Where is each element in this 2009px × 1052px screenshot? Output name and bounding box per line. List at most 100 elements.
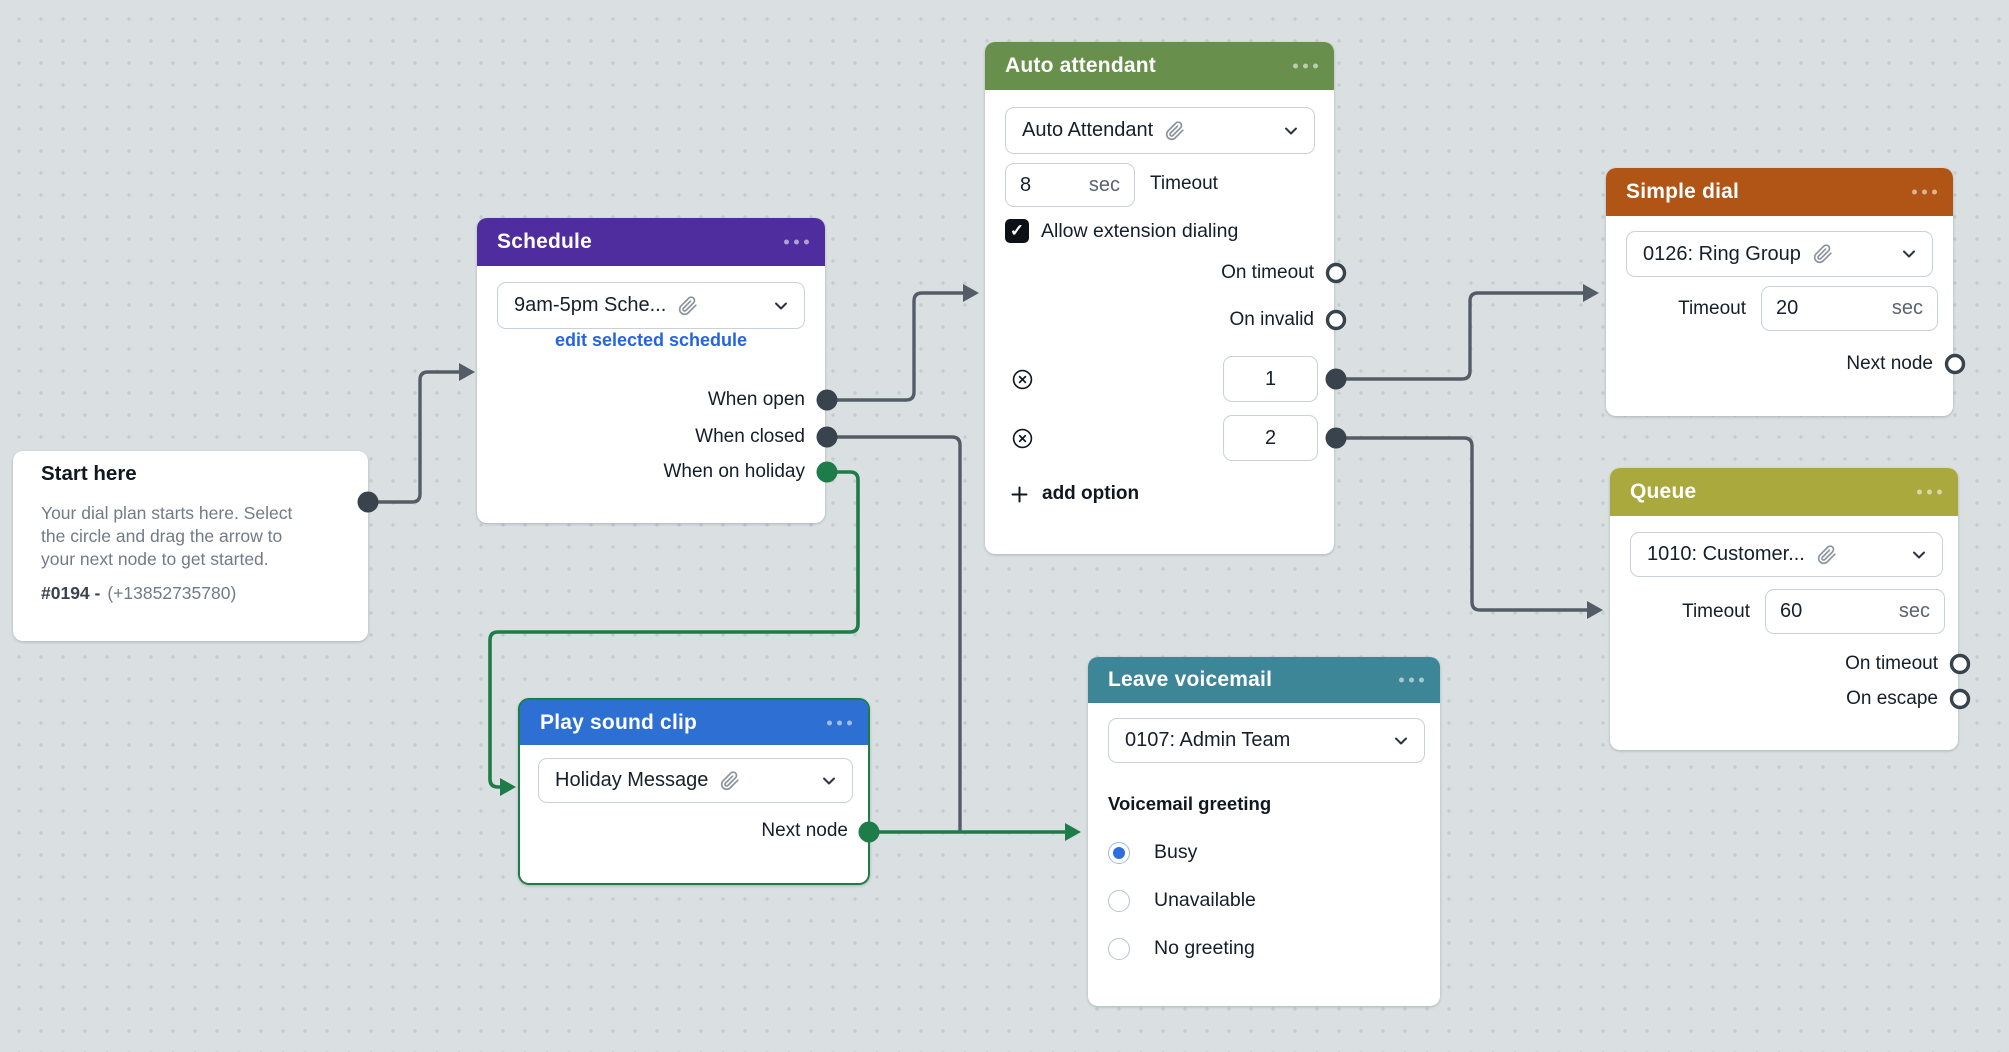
radio-option-busy[interactable]: Busy [1108, 841, 1197, 864]
output-when-on-holiday: When on holiday [663, 461, 805, 482]
queue-header[interactable]: Queue [1610, 468, 1958, 516]
play-sound-clip-menu-icon[interactable] [827, 720, 852, 725]
schedule-dropdown-value: 9am-5pm Sche... [514, 294, 667, 316]
leave-voicemail-dropdown-value: 0107: Admin Team [1125, 729, 1291, 751]
start-here-description: Your dial plan starts here. Select the c… [41, 503, 293, 569]
sd-timeout-unit: sec [1891, 297, 1923, 319]
queue-timeout-input[interactable] [1780, 600, 1840, 623]
radio-option-unavailable[interactable]: Unavailable [1108, 889, 1256, 912]
arrowhead-into-play-sound-clip [500, 778, 516, 796]
add-option-label: add option [1042, 483, 1140, 504]
leave-voicemail-title: Leave voicemail [1108, 668, 1273, 691]
schedule-title: Schedule [497, 230, 592, 253]
output-on-timeout: On timeout [1845, 653, 1938, 674]
port-start-output[interactable] [357, 491, 379, 513]
arrowhead-into-simple-dial [1583, 284, 1599, 302]
chevron-down-icon [1899, 244, 1919, 264]
queue-dropdown[interactable]: 1010: Customer... [1630, 532, 1943, 577]
sd-timeout-input[interactable] [1776, 297, 1836, 320]
schedule-dropdown[interactable]: 9am-5pm Sche... [497, 282, 805, 329]
simple-dial-header[interactable]: Simple dial [1606, 168, 1953, 216]
port-when-open[interactable] [816, 389, 838, 411]
plan-number-row: #0194 - (+13852735780) [41, 583, 236, 604]
auto-attendant-dropdown-value: Auto Attendant [1022, 119, 1154, 141]
radio-option-no-greeting[interactable]: No greeting [1108, 937, 1255, 960]
chevron-down-icon [1391, 731, 1411, 751]
port-when-closed[interactable] [816, 426, 838, 448]
output-when-open: When open [707, 389, 805, 410]
leave-voicemail-menu-icon[interactable] [1399, 677, 1424, 683]
voicemail-greeting-label: Voicemail greeting [1108, 793, 1272, 814]
port-queue-on-timeout[interactable] [1949, 653, 1971, 675]
aa-checkbox-label: Allow extension dialing [1041, 219, 1239, 242]
node-play-sound-clip[interactable]: Play sound clip Holiday Message Next nod… [518, 698, 870, 885]
port-option-1[interactable] [1325, 368, 1347, 390]
aa-extension-dialing-row[interactable]: ✓ Allow extension dialing [1005, 219, 1238, 243]
leave-voicemail-dropdown[interactable]: 0107: Admin Team [1108, 718, 1425, 763]
link-icon [1165, 120, 1185, 141]
port-simple-dial-next-node[interactable] [1944, 353, 1966, 375]
queue-dropdown-value: 1010: Customer... [1647, 543, 1805, 565]
chevron-down-icon [1281, 121, 1301, 141]
radio-selected-icon[interactable] [1108, 841, 1130, 864]
queue-timeout-inputbox[interactable]: sec [1765, 589, 1945, 634]
auto-attendant-header[interactable]: Auto attendant [985, 42, 1334, 90]
port-aa-on-timeout[interactable] [1325, 262, 1347, 284]
radio-unselected-icon[interactable] [1108, 937, 1130, 960]
plus-icon [1009, 484, 1030, 505]
add-option-button[interactable]: add option [1009, 483, 1139, 505]
queue-timeout-unit: sec [1898, 600, 1930, 622]
schedule-menu-icon[interactable] [784, 239, 809, 245]
node-schedule[interactable]: Schedule 9am-5pm Sche... edit selected s… [477, 218, 825, 523]
auto-attendant-menu-icon[interactable] [1293, 63, 1318, 69]
radio-unselected-icon[interactable] [1108, 889, 1130, 912]
play-sound-clip-dropdown-value: Holiday Message [555, 769, 709, 791]
chevron-down-icon [1909, 545, 1929, 565]
wire-option2-to-queue [1332, 436, 1590, 612]
sd-timeout-label: Timeout [1678, 298, 1746, 319]
simple-dial-menu-icon[interactable] [1912, 189, 1937, 195]
node-leave-voicemail[interactable]: Leave voicemail 0107: Admin Team Voicema… [1088, 657, 1440, 1006]
port-aa-on-invalid[interactable] [1325, 309, 1347, 331]
aa-option-2-inputbox[interactable] [1223, 415, 1318, 461]
output-on-timeout: On timeout [1221, 262, 1314, 283]
aa-timeout-label: Timeout [1150, 173, 1218, 194]
play-sound-clip-dropdown[interactable]: Holiday Message [538, 758, 853, 803]
node-queue[interactable]: Queue 1010: Customer... Timeout sec On t… [1610, 468, 1958, 750]
output-next-node: Next node [1846, 353, 1933, 374]
queue-timeout-label: Timeout [1682, 601, 1750, 622]
sd-timeout-inputbox[interactable]: sec [1761, 286, 1938, 331]
node-start-here[interactable]: Start here Your dial plan starts here. S… [13, 451, 368, 641]
link-icon [720, 770, 740, 791]
arrowhead-into-leave-voicemail [1065, 823, 1081, 841]
edit-schedule-link[interactable]: edit selected schedule [554, 330, 748, 350]
simple-dial-dropdown[interactable]: 0126: Ring Group [1626, 231, 1933, 277]
simple-dial-title: Simple dial [1626, 180, 1740, 203]
port-when-on-holiday[interactable] [816, 461, 838, 483]
output-when-closed: When closed [695, 426, 805, 447]
aa-option-1-inputbox[interactable] [1223, 356, 1318, 402]
remove-option-icon[interactable] [1011, 368, 1034, 396]
aa-timeout-unit: sec [1088, 173, 1120, 196]
port-queue-on-escape[interactable] [1949, 688, 1971, 710]
wire-option1-to-simple-dial [1332, 291, 1586, 381]
aa-option-1-input[interactable] [1250, 367, 1291, 391]
schedule-header[interactable]: Schedule [477, 218, 825, 266]
aa-timeout-input[interactable] [1020, 173, 1080, 197]
aa-option-2-input[interactable] [1250, 426, 1291, 450]
arrowhead-into-auto-attendant [963, 284, 979, 302]
port-option-2[interactable] [1325, 427, 1347, 449]
queue-menu-icon[interactable] [1917, 489, 1942, 495]
remove-option-icon[interactable] [1011, 427, 1034, 455]
play-sound-clip-header[interactable]: Play sound clip [520, 700, 868, 745]
leave-voicemail-header[interactable]: Leave voicemail [1088, 657, 1440, 703]
checkbox-checked-icon[interactable]: ✓ [1005, 219, 1029, 243]
aa-timeout-inputbox[interactable]: sec [1005, 163, 1135, 207]
plan-id: #0194 - [41, 583, 101, 603]
node-auto-attendant[interactable]: Auto attendant Auto Attendant sec Timeou… [985, 42, 1334, 554]
auto-attendant-dropdown[interactable]: Auto Attendant [1005, 107, 1315, 154]
node-simple-dial[interactable]: Simple dial 0126: Ring Group Timeout sec… [1606, 168, 1953, 416]
port-play-sound-next-node[interactable] [858, 821, 880, 843]
wire-start-to-schedule [366, 370, 462, 504]
